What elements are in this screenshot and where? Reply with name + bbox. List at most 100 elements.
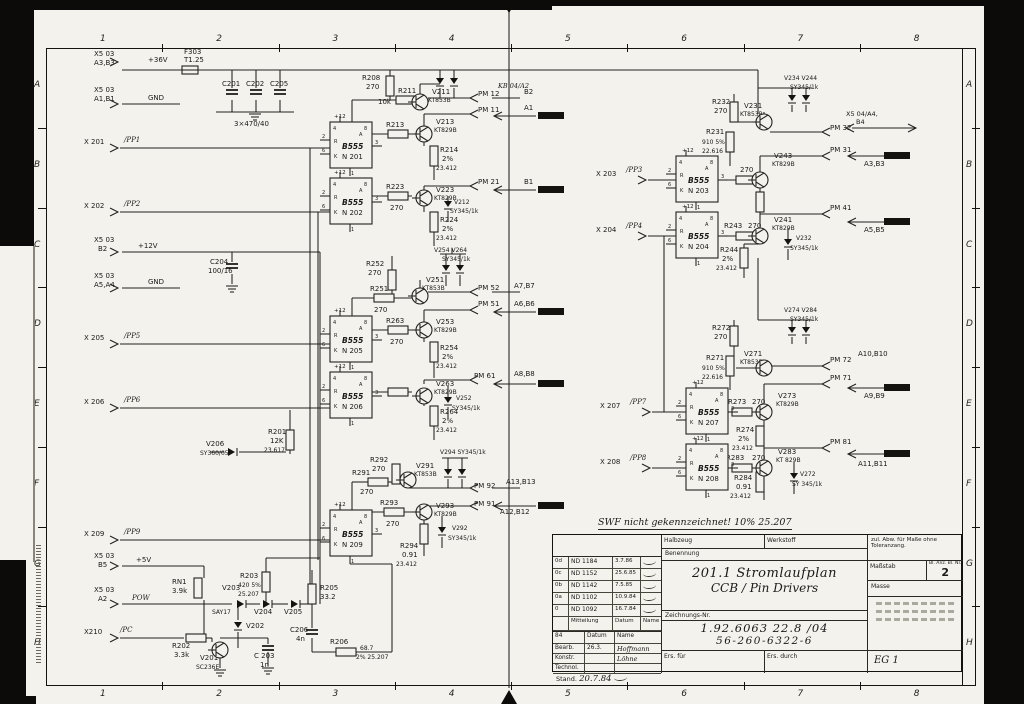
schematic-label: 910 5% (702, 365, 725, 372)
titleblock-blank-cell (553, 535, 661, 557)
schematic-label: R201 (268, 428, 286, 436)
approval-cell: 26.3. (585, 644, 615, 654)
schematic-label: 2% (442, 225, 453, 233)
diode-symbol (291, 600, 298, 608)
diode-symbol (438, 527, 446, 533)
arrow-right-icon (109, 143, 120, 153)
schematic-label: KT829B (434, 195, 457, 202)
connector-bar (538, 380, 564, 387)
schematic-label: A2 (98, 595, 107, 603)
schematic-label: X210 (84, 628, 102, 636)
ic-symbol (329, 509, 373, 557)
schematic-label: X 206 (84, 398, 105, 406)
resistor-symbol (193, 577, 203, 599)
schematic-label: 12K (270, 437, 284, 445)
resistor-symbol (387, 387, 409, 397)
schematic-label: V251 (426, 276, 444, 284)
connector-bar (884, 218, 910, 225)
ic-pin-label: 2 (322, 384, 325, 390)
revision-cell: 3.7.86 (613, 557, 641, 569)
ic-pin-label: 1 (351, 365, 354, 371)
schematic-label: R205 (320, 584, 338, 592)
frame-tick (972, 526, 980, 528)
revision-cell: Mitteilung (569, 617, 613, 631)
schematic-label: KT829B (772, 161, 795, 168)
diode-symbol (788, 95, 796, 101)
frame-tick (627, 44, 629, 52)
schematic-label: PM 12 (478, 90, 499, 98)
stand-date: 20.7.84 (579, 674, 612, 684)
ic-pin-label: 2 (668, 224, 671, 230)
paper-edge (33, 246, 35, 562)
schematic-label: A10,B10 (858, 350, 888, 358)
ic-number: N 207 (698, 419, 719, 427)
diode-symbol (790, 473, 798, 479)
diode-symbol (234, 622, 242, 628)
ic-pin-label: 1 (707, 437, 710, 443)
schematic-label: V254 V264 (434, 247, 467, 254)
schematic-label: R213 (386, 121, 404, 129)
schematic-label: C205 (270, 80, 288, 88)
schematic-label: V212 (454, 199, 470, 206)
ic-pin-label: 8 (364, 514, 367, 520)
ic-pin-label: R (680, 173, 684, 179)
frame-coordinate-label: B (966, 159, 973, 170)
ic-pin-label: K (690, 420, 694, 426)
ic-pin-label: A (359, 520, 363, 526)
schematic-label: 23.412 (732, 445, 753, 452)
arrow-right-icon (641, 463, 652, 473)
ic-pin-label: 8 (710, 160, 713, 166)
frame-coordinate-label: 1 (100, 34, 106, 44)
ic-pin-label: R (334, 139, 338, 145)
resistor-symbol (419, 523, 429, 545)
schematic-label: V271 (744, 350, 762, 358)
ic-name: B555 (342, 336, 363, 345)
schematic-label: X5 03 (94, 272, 114, 280)
schematic-label: R293 (380, 499, 398, 507)
schematic-label: V241 (774, 216, 792, 224)
frame-coordinate-label: 3 (332, 689, 339, 699)
schematic-label: 2% (442, 353, 453, 361)
schematic-label: T1.25 (183, 56, 204, 64)
ic-pin-label: 4 (689, 392, 692, 398)
approval-cell: Konstr. (553, 654, 585, 664)
schematic-label: SY345/1k (452, 405, 481, 412)
revision-cell: 7.5.85 (613, 581, 641, 593)
fold-arrow-bottom (501, 690, 517, 704)
frame-tick (972, 446, 980, 448)
connector-bar (884, 152, 910, 159)
schematic-label: RN1 (172, 578, 187, 586)
schematic-label: R251 (370, 285, 388, 293)
approval-cell: Datum (585, 632, 615, 644)
ic-pin-label: 3 (375, 334, 378, 340)
ic-pin-label: 3 (731, 462, 734, 468)
arrow-left-icon (820, 443, 831, 453)
ic-name: B555 (698, 464, 719, 473)
ic-pin-label: K (334, 154, 338, 160)
schematic-label: V202 (246, 622, 264, 630)
schematic-label: KB 04/A2 (497, 82, 529, 90)
schematic-label: /PP9 (123, 528, 141, 536)
frame-coordinate-label: 1 (100, 689, 106, 699)
schematic-label: R202 (172, 642, 190, 650)
schematic-label: R243 (724, 222, 742, 230)
frame-coordinate-label: 2 (216, 689, 222, 699)
arrow-right-icon (109, 207, 120, 217)
revision-cell: ND 1102 (569, 593, 613, 605)
schematic-label: 270 (366, 83, 379, 91)
schematic-label: 23.412 (436, 165, 457, 172)
schematic-label: C204 (210, 258, 229, 266)
frame-tick (162, 682, 164, 690)
ic-pin-label: 6 (678, 470, 681, 476)
ic-pin-label: 6 (322, 148, 325, 154)
ic-pin-label: 4 (333, 514, 336, 520)
schematic-label: R244 (720, 246, 739, 254)
schematic-label: 2% (442, 417, 453, 425)
arrow-left-icon (846, 449, 857, 459)
ic-pin-label: R (334, 195, 338, 201)
revision-cell (641, 593, 661, 605)
schematic-label: V213 (436, 118, 454, 126)
revision-cell (641, 605, 661, 617)
schematic-label: R291 (352, 469, 370, 477)
drawing-number-2: 56-260-6322-6 (716, 635, 813, 647)
